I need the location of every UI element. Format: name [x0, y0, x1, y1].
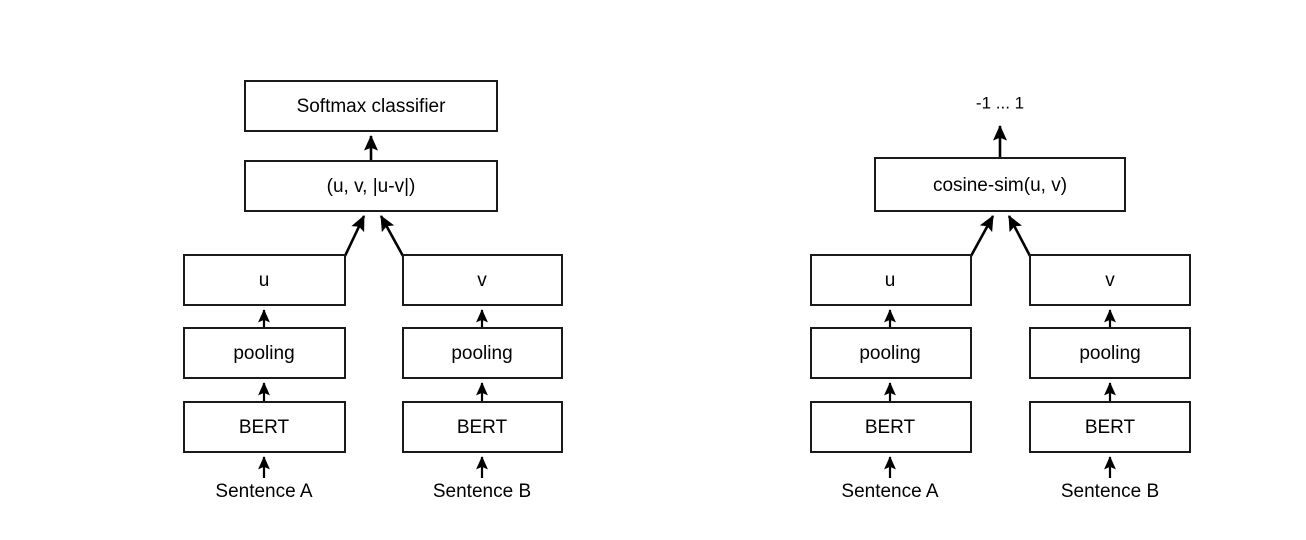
edge-v-to-cosine	[1007, 215, 1032, 257]
bert-a-node[interactable]: BERT	[183, 401, 346, 453]
bert-b-node-right[interactable]: BERT	[1029, 401, 1191, 453]
pooling-b-label: pooling	[451, 343, 512, 364]
vector-v-label-right: v	[1105, 270, 1115, 291]
cosine-sim-label: cosine-sim(u, v)	[933, 175, 1067, 196]
edge-v-to-merge	[379, 215, 405, 257]
vector-u-label-right: u	[885, 270, 896, 291]
vector-u-node[interactable]: u	[183, 254, 346, 306]
pooling-a-node[interactable]: pooling	[183, 327, 346, 379]
similarity-range-output-label: -1 ... 1	[976, 93, 1024, 112]
vector-u-label: u	[259, 270, 270, 291]
sentence-a-input-label: Sentence A	[215, 481, 313, 502]
softmax-classifier-node[interactable]: Softmax classifier	[244, 80, 498, 132]
pooling-b-node-right[interactable]: pooling	[1029, 327, 1191, 379]
left-architecture: Softmax classifier (u, v, |u-v|) u pooli…	[183, 80, 563, 502]
cosine-sim-node[interactable]: cosine-sim(u, v)	[874, 157, 1126, 212]
pooling-a-label: pooling	[233, 343, 294, 364]
concat-merge-node[interactable]: (u, v, |u-v|)	[244, 160, 498, 212]
bert-a-node-right[interactable]: BERT	[810, 401, 972, 453]
pooling-a-label-right: pooling	[859, 343, 920, 364]
vector-u-node-right[interactable]: u	[810, 254, 972, 306]
sentence-a-input-label-right: Sentence A	[841, 481, 939, 502]
right-architecture: -1 ... 1 cosine-sim(u, v) u pooling	[810, 93, 1191, 502]
sentence-b-input-label: Sentence B	[433, 481, 531, 502]
edge-u-to-cosine	[969, 215, 995, 257]
pooling-b-node[interactable]: pooling	[402, 327, 563, 379]
edge-u-to-merge	[343, 215, 366, 257]
bert-a-label: BERT	[239, 417, 290, 438]
softmax-classifier-label: Softmax classifier	[297, 96, 447, 117]
vector-v-label: v	[477, 270, 487, 291]
sentence-b-input-label-right: Sentence B	[1061, 481, 1159, 502]
bert-b-label-right: BERT	[1085, 417, 1136, 438]
pooling-a-node-right[interactable]: pooling	[810, 327, 972, 379]
bert-b-label: BERT	[457, 417, 508, 438]
pooling-b-label-right: pooling	[1079, 343, 1140, 364]
vector-v-node[interactable]: v	[402, 254, 563, 306]
concat-merge-label: (u, v, |u-v|)	[327, 176, 416, 197]
bert-b-node[interactable]: BERT	[402, 401, 563, 453]
bert-a-label-right: BERT	[865, 417, 916, 438]
vector-v-node-right[interactable]: v	[1029, 254, 1191, 306]
